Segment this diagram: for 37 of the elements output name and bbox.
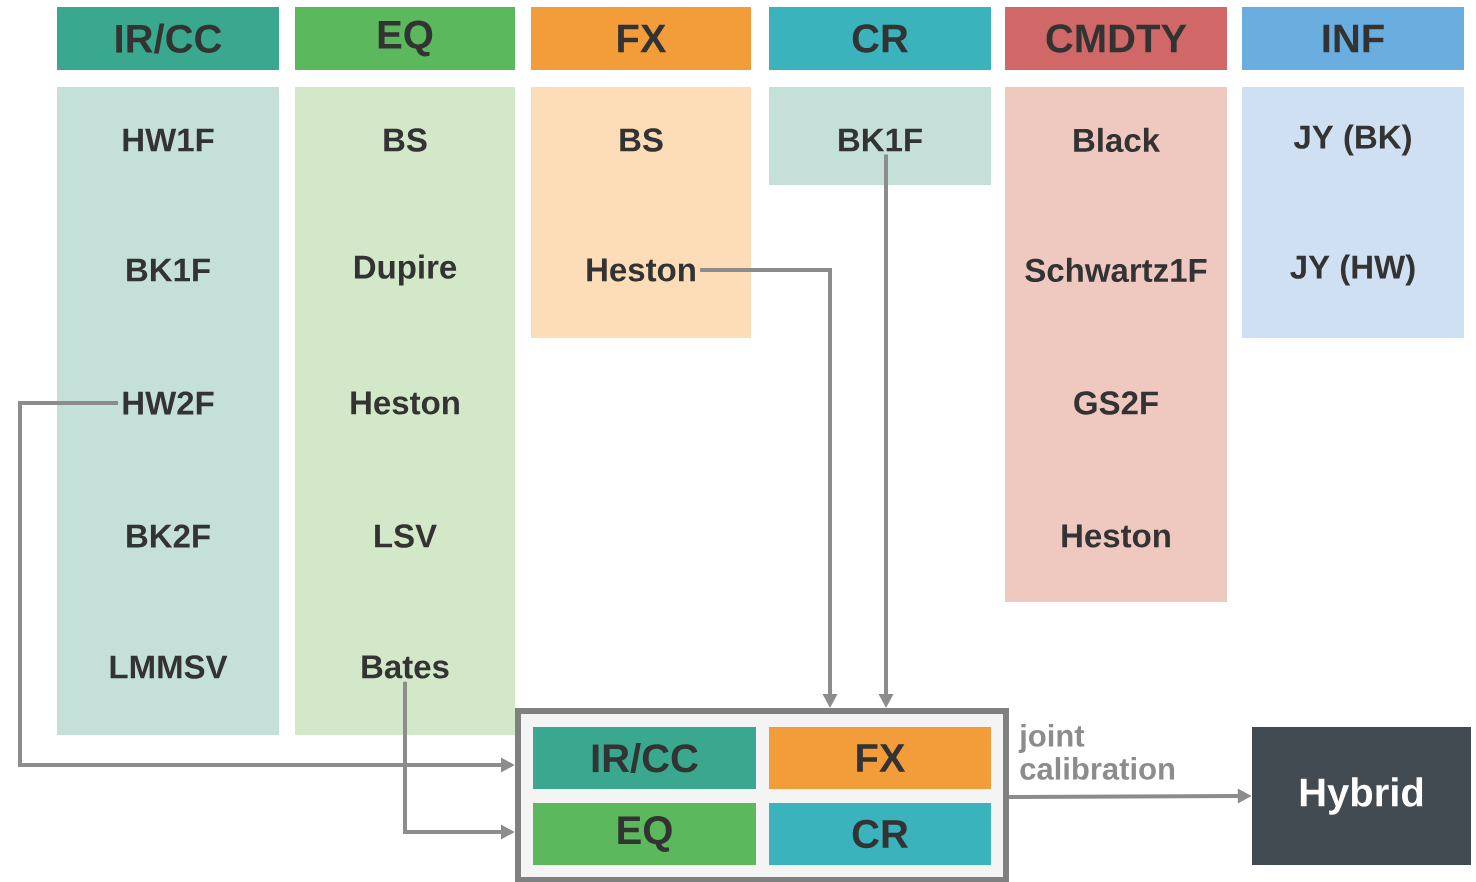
hybrid-box: Hybrid (1252, 727, 1471, 865)
edge-label: joint calibration (1018, 724, 1175, 780)
model-column-panel (1242, 87, 1464, 338)
model-name: BS (620, 128, 663, 152)
model-name: BS (384, 128, 427, 152)
header-bar: CMDTY (1005, 7, 1227, 70)
model-name: JY (BK) (1293, 124, 1411, 156)
header-bar: IR/CC (57, 7, 279, 70)
model-column-panel (1005, 87, 1227, 602)
header-bar: EQ (295, 7, 515, 70)
model-name: Black (1074, 127, 1161, 153)
asset-class-tile: IR/CC (533, 727, 756, 789)
model-name: HW1F (123, 128, 214, 152)
model-name: JY (HW) (1290, 254, 1415, 286)
model-column-panel (57, 87, 279, 735)
header-bar: FX (531, 7, 751, 70)
model-name: Dupire (354, 254, 457, 286)
header-bar: CR (769, 7, 991, 70)
model-column-panel (769, 87, 991, 185)
model-name: GS2F (1074, 391, 1158, 415)
model-name: LMMSV (110, 655, 228, 679)
model-name: Bates (362, 655, 449, 679)
model-name: BK1F (839, 128, 922, 152)
model-name: BK2F (127, 524, 210, 548)
model-name: BK1F (127, 258, 210, 282)
model-name: LSV (375, 524, 437, 548)
model-name: Heston (587, 258, 695, 282)
model-name: Schwartz1F (1025, 257, 1207, 283)
model-name: HW2F (123, 391, 214, 415)
asset-class-tile: EQ (533, 803, 756, 865)
model-column-panel (531, 87, 751, 338)
model-column-panel (295, 87, 515, 735)
asset-class-tile: FX (769, 727, 991, 789)
model-name: Heston (1062, 524, 1170, 548)
header-bar: INF (1242, 7, 1464, 70)
model-name: Heston (351, 391, 459, 415)
asset-class-tile: CR (769, 803, 991, 865)
